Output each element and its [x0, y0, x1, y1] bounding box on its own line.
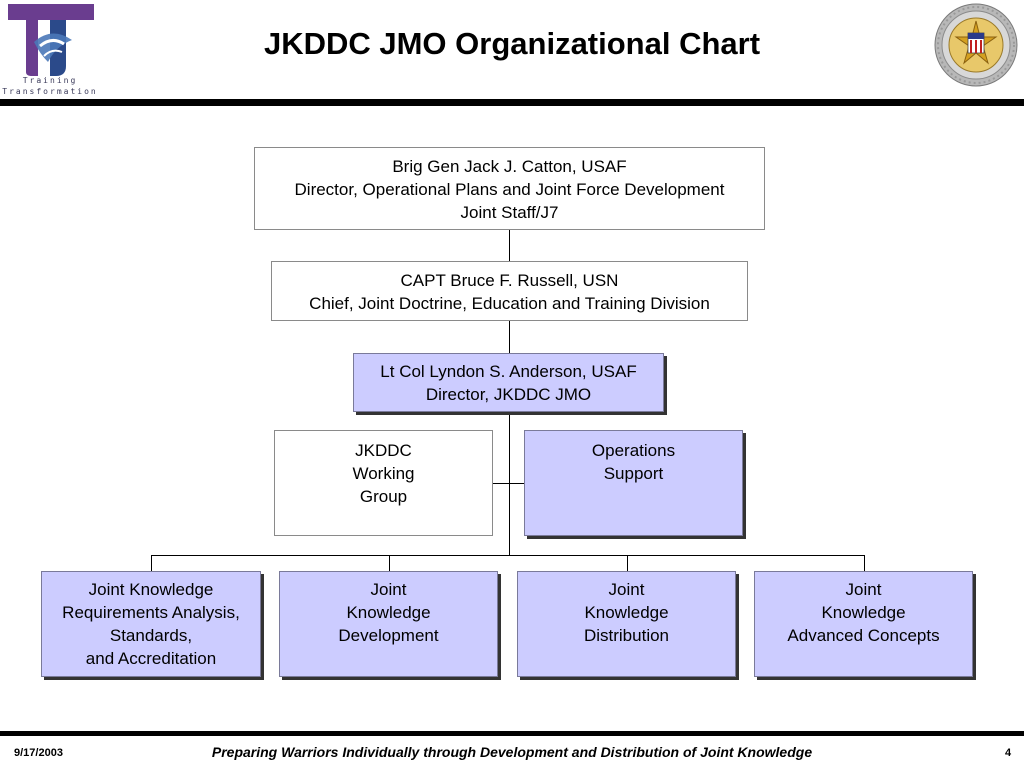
footer-page-number: 4 [1005, 747, 1012, 759]
division-3-line3: Distribution [583, 626, 670, 645]
org-box-operations-support: Operations Support [524, 430, 743, 536]
org-box-division-requirements: Joint Knowledge Requirements Analysis, S… [41, 571, 261, 677]
header-rule [0, 99, 1024, 106]
division-1-line1: Joint Knowledge [88, 580, 214, 599]
division-4-line3: Advanced Concepts [787, 626, 940, 645]
logo-text-line1: Training [22, 76, 78, 85]
training-transformation-logo-icon [4, 2, 100, 98]
ops-support-line2: Support [603, 464, 664, 483]
org-box-working-group: JKDDC Working Group [274, 430, 493, 536]
division-1-line3: Standards, [109, 626, 193, 645]
page-title: JKDDC JMO Organizational Chart [263, 26, 761, 61]
logo-text-line2: Transformation [2, 87, 98, 96]
working-group-line1: JKDDC [355, 441, 412, 460]
footer-rule [0, 731, 1024, 736]
connector-division-1 [151, 555, 152, 572]
director-name: Brig Gen Jack J. Catton, USAF [392, 157, 627, 176]
org-box-division-distribution: Joint Knowledge Distribution [517, 571, 736, 677]
division-1-line4: and Accreditation [85, 649, 217, 668]
division-3-line1: Joint [608, 580, 645, 599]
division-4-line2: Knowledge [821, 603, 906, 622]
division-1-line2: Requirements Analysis, [62, 603, 240, 622]
connector-staff-horizontal [493, 483, 525, 484]
ops-support-line1: Operations [591, 441, 676, 460]
footer-tagline: Preparing Warriors Individually through … [211, 744, 813, 760]
connector-director-chief [509, 229, 510, 262]
director-title: Director, Operational Plans and Joint Fo… [294, 180, 725, 199]
connector-division-2 [389, 555, 390, 572]
working-group-line3: Group [359, 487, 408, 506]
chief-name: CAPT Bruce F. Russell, USN [400, 271, 619, 290]
chief-title: Chief, Joint Doctrine, Education and Tra… [309, 294, 710, 313]
connector-division-4 [864, 555, 865, 572]
director-office: Joint Staff/J7 [460, 203, 559, 222]
division-2-line1: Joint [370, 580, 407, 599]
joint-chiefs-seal-icon [934, 3, 1018, 87]
division-4-line1: Joint [845, 580, 882, 599]
division-3-line2: Knowledge [584, 603, 669, 622]
working-group-line2: Working [352, 464, 415, 483]
connector-chief-jmo [509, 320, 510, 354]
org-box-jmo-director: Lt Col Lyndon S. Anderson, USAF Director… [353, 353, 664, 412]
org-box-director: Brig Gen Jack J. Catton, USAF Director, … [254, 147, 765, 230]
footer-date: 9/17/2003 [14, 747, 63, 759]
org-box-division-development: Joint Knowledge Development [279, 571, 498, 677]
org-box-division-advanced-concepts: Joint Knowledge Advanced Concepts [754, 571, 973, 677]
connector-division-3 [627, 555, 628, 572]
connector-divisions-horizontal [151, 555, 865, 556]
jmo-director-title: Director, JKDDC JMO [425, 385, 592, 404]
org-box-chief: CAPT Bruce F. Russell, USN Chief, Joint … [271, 261, 748, 321]
division-2-line2: Knowledge [346, 603, 431, 622]
division-2-line3: Development [338, 626, 439, 645]
jmo-director-name: Lt Col Lyndon S. Anderson, USAF [380, 362, 637, 381]
